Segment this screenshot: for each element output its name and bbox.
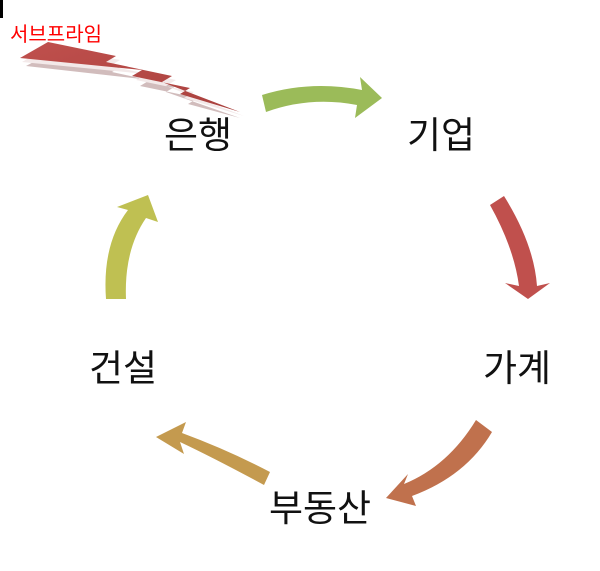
node-bank: 은행 bbox=[164, 114, 232, 157]
edge-mark bbox=[0, 0, 3, 18]
node-construction: 건설 bbox=[89, 347, 157, 390]
arrow-enterprise-to-household bbox=[490, 196, 550, 299]
callout-label: 서브프라임 bbox=[10, 22, 102, 46]
arrow-real-estate-to-construction bbox=[156, 422, 270, 485]
arrow-household-to-real-estate bbox=[386, 420, 492, 506]
node-enterprise: 기업 bbox=[407, 114, 475, 157]
arrow-bank-to-enterprise bbox=[262, 77, 382, 118]
node-household: 가계 bbox=[483, 347, 551, 390]
lightning-bolt-icon bbox=[20, 42, 244, 118]
arrow-construction-to-bank bbox=[105, 195, 158, 299]
node-real-estate: 부동산 bbox=[269, 487, 371, 530]
